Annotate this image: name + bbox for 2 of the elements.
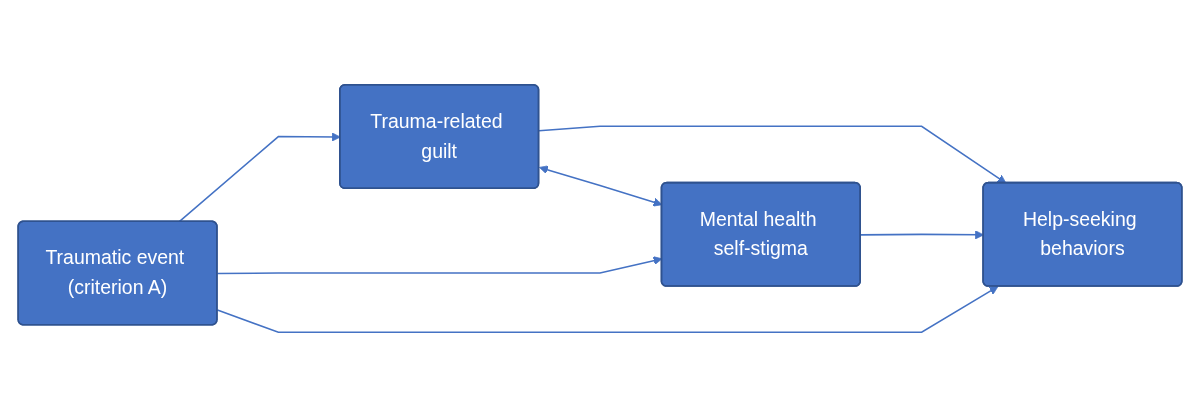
arrow xyxy=(538,125,1007,184)
arrow xyxy=(216,286,999,333)
